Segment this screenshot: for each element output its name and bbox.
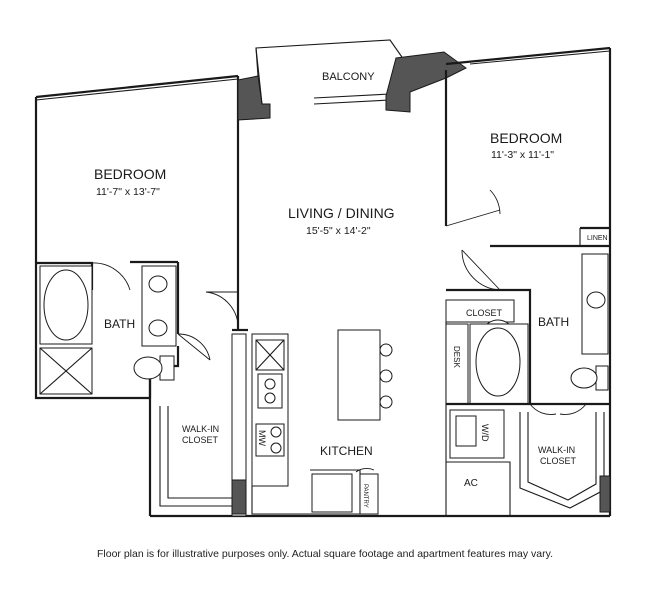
label-bedroom-right: BEDROOM: [490, 130, 562, 146]
label-linen: LINEN: [587, 235, 608, 242]
label-walkin-right-2: CLOSET: [540, 456, 577, 466]
kitchen-area: [251, 329, 393, 515]
label-desk: DESK: [452, 346, 461, 368]
label-living: LIVING / DINING: [288, 205, 395, 221]
label-walkin-right-1: WALK-IN: [538, 445, 575, 455]
label-walkin-left-1: WALK-IN: [182, 424, 219, 434]
label-ac: AC: [464, 478, 478, 489]
left-wing-interior: [34, 260, 248, 517]
label-pantry: PANTRY: [362, 484, 368, 508]
label-bedroom-left: BEDROOM: [94, 166, 166, 182]
dims-bedroom-right: 11'-3" x 11'-1": [491, 149, 554, 161]
label-walkin-left-2: CLOSET: [182, 435, 219, 445]
label-bath-left: BATH: [104, 317, 135, 331]
dims-living: 15'-5" x 14'-2": [306, 225, 371, 237]
dims-bedroom-left: 11'-7" x 13'-7": [96, 186, 160, 198]
label-kitchen: KITCHEN: [320, 444, 373, 458]
right-wing-interior: [445, 189, 611, 516]
label-bath-right: BATH: [538, 315, 569, 329]
label-wd: W/D: [480, 424, 490, 442]
label-balcony: BALCONY: [322, 71, 375, 83]
disclaimer-text: Floor plan is for illustrative purposes …: [96, 548, 553, 560]
room-labels: BALCONY BEDROOM 11'-7" x 13'-7" BEDROOM …: [94, 71, 608, 508]
label-closet: CLOSET: [466, 308, 503, 318]
label-mw: MW: [257, 430, 267, 446]
exterior-walls: [34, 39, 612, 518]
